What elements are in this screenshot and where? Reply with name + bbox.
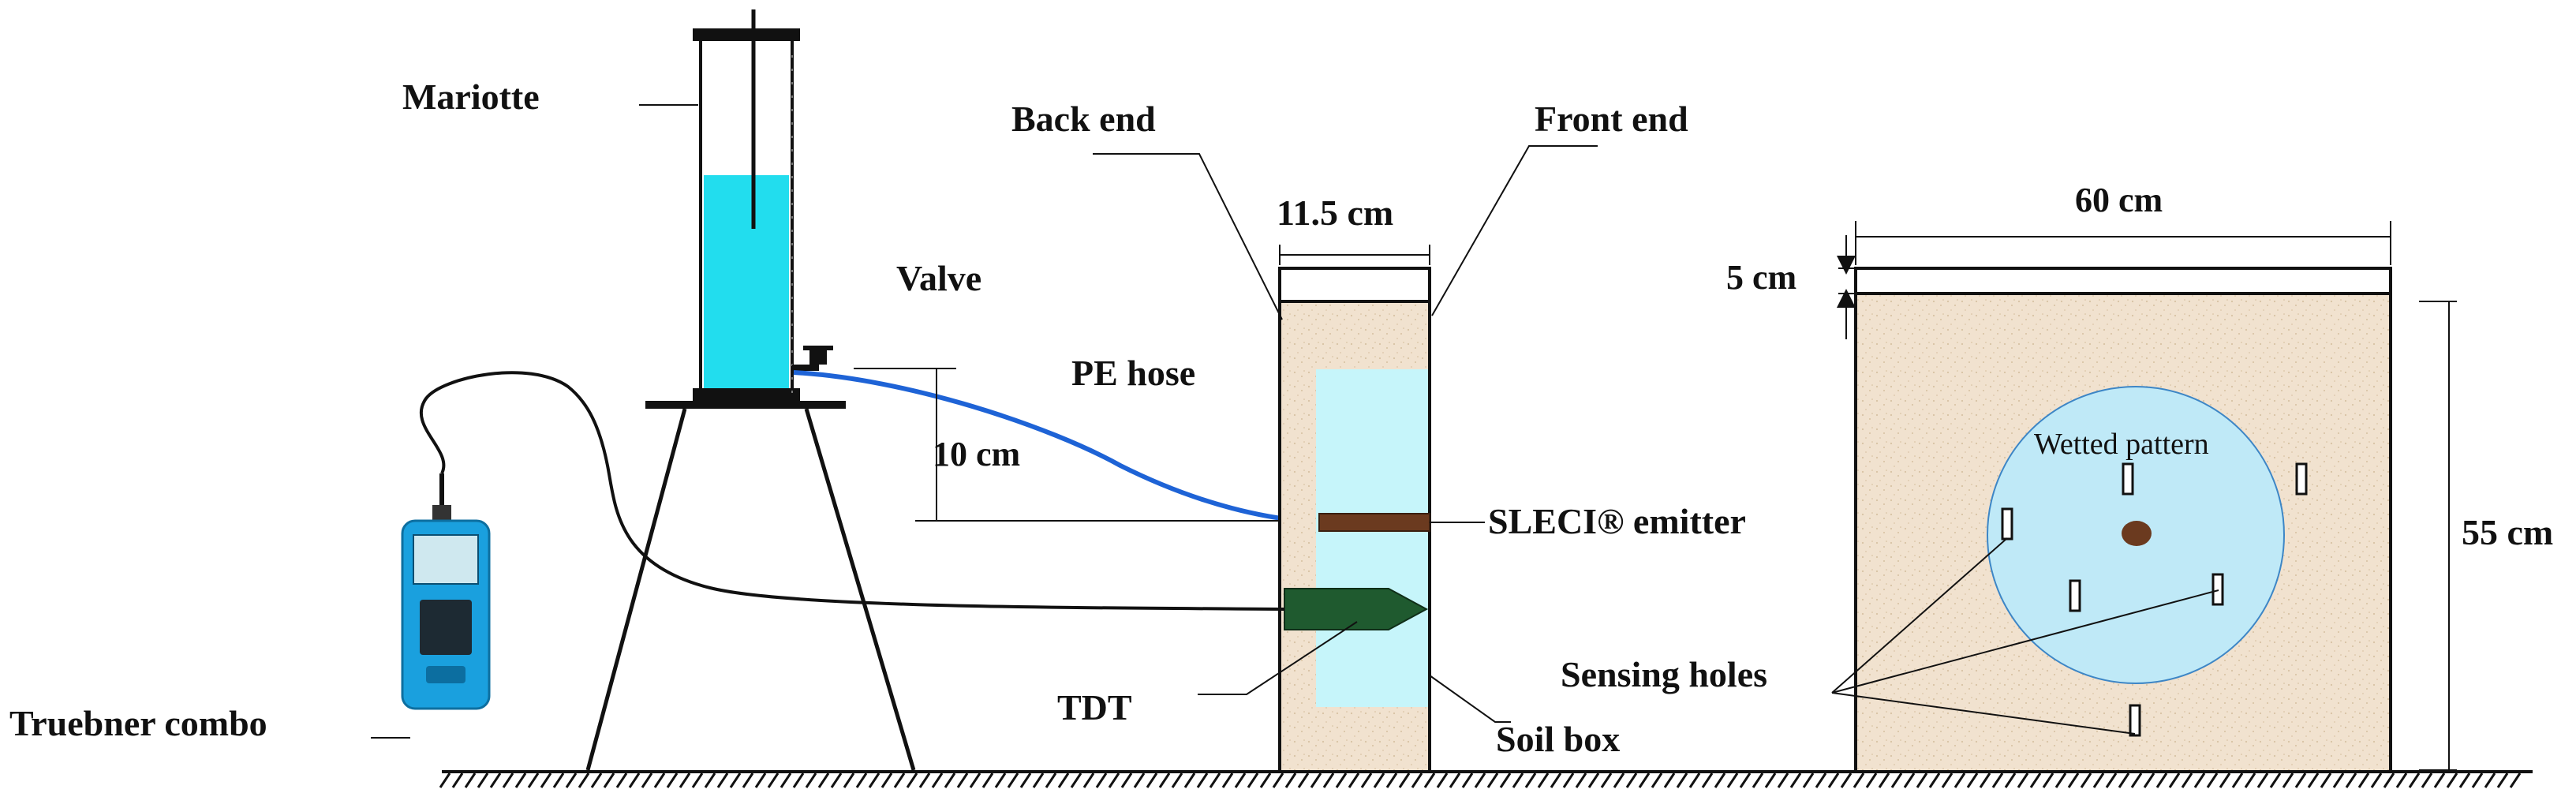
truebner-combo-label: Truebner combo [9,703,267,743]
tdt-label: TDT [1057,687,1132,728]
mariotte-stand [585,401,916,771]
soil-box-label: Soil box [1496,719,1620,759]
sleci-emitter-label: SLECI® emitter [1488,501,1746,541]
height-55-label: 55 cm [2462,512,2553,552]
valve-icon [792,346,833,371]
five-cm-dimension [1837,235,1856,339]
tdt-probe [1284,588,1429,630]
mariotte-label: Mariotte [402,77,540,117]
sensing-holes-label: Sensing holes [1561,654,1767,694]
truebner-meter-icon [401,473,491,710]
back-end-label: Back end [1011,99,1156,139]
sensing-hole [2211,573,2224,606]
sensing-hole [2122,462,2134,496]
wetted-pattern-label: Wetted pattern [2034,428,2209,461]
width-60-label: 60 cm [2075,181,2163,219]
ground [439,770,2533,788]
width-60-dimension [1855,221,2391,265]
five-cm-label: 5 cm [1726,258,1796,297]
valve-label: Valve [896,258,981,298]
sleci-emitter-bar [1318,513,1430,532]
leader-lines-side [1093,145,1598,723]
leader-lines-holes [1831,537,2219,735]
sensing-hole [2295,462,2308,496]
ten-cm-label: 10 cm [933,435,1020,473]
soil-box-side [1278,267,1431,773]
width-11-5-label: 11.5 cm [1277,193,1393,233]
soil-box-front [1854,267,2392,773]
pe-hose-label: PE hose [1071,353,1195,393]
sensing-hole [2129,704,2141,737]
sensing-holes-group [2001,462,2308,737]
front-end-label: Front end [1535,99,1688,139]
tdt-cable [419,371,1285,611]
height-55-dimension [2419,301,2457,771]
emitter-point [2122,521,2152,546]
sensing-hole [2001,507,2013,541]
sensing-hole [2069,579,2081,612]
wet-zone [1316,369,1428,707]
pe-hose [793,370,1326,525]
mariotte-bottle [693,9,800,404]
ten-cm-dimension [854,368,1316,522]
width-11-5-dimension [1279,245,1430,265]
